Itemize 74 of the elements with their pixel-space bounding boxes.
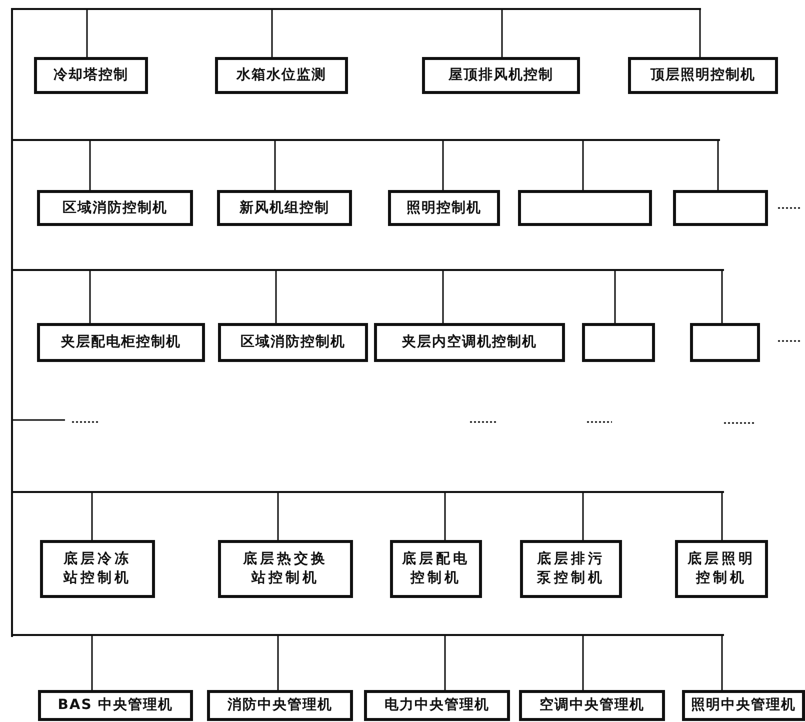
network-bus-line	[11, 139, 720, 141]
connector-line	[582, 493, 584, 540]
controller-box	[37, 190, 193, 226]
connector-line	[275, 271, 277, 323]
controller-label: BAS 中央管理机	[58, 696, 174, 715]
controller-label: 照明中央管理机	[691, 696, 796, 715]
connector-line	[277, 493, 279, 540]
controller-box	[675, 540, 768, 598]
connector-line	[721, 271, 723, 323]
controller-box	[364, 690, 510, 721]
connector-line	[91, 493, 93, 540]
controller-box	[388, 190, 500, 226]
empty-box	[673, 190, 768, 226]
controller-box	[390, 540, 482, 598]
controller-box	[215, 57, 348, 94]
controller-label: 区域消防控制机	[62, 198, 168, 218]
controller-label: 新风机组控制	[240, 198, 330, 218]
controller-box	[217, 190, 352, 226]
network-bus-line	[11, 269, 724, 271]
connector-line	[582, 636, 584, 690]
connector-line	[721, 636, 723, 690]
network-bus-line	[11, 8, 13, 637]
controller-box	[218, 540, 353, 598]
connector-line	[444, 493, 446, 540]
controller-label: 电力中央管理机	[384, 696, 490, 715]
network-bus-line	[11, 491, 724, 493]
controller-label: 夹层配电柜控制机	[61, 333, 181, 352]
controller-label: 顶层照明控制机	[650, 66, 756, 85]
controller-box	[207, 690, 353, 721]
controller-label: 水箱水位监测	[236, 66, 326, 85]
controller-label: 底层排污泵控制机	[536, 550, 606, 588]
controller-box	[40, 540, 155, 598]
empty-box	[690, 323, 760, 362]
empty-box	[518, 190, 652, 226]
controller-box	[628, 57, 778, 94]
connector-line	[699, 10, 701, 57]
controller-box	[37, 323, 205, 362]
connector-line	[271, 10, 273, 57]
network-bus-line	[11, 8, 701, 10]
controller-box	[34, 57, 148, 94]
connector-line	[444, 636, 446, 690]
controller-label: 底层照明控制机	[686, 550, 756, 588]
connector-line	[614, 271, 616, 323]
controller-label: 照明控制机	[406, 198, 482, 218]
connector-line	[442, 141, 444, 190]
controller-box	[422, 57, 580, 94]
controller-box	[38, 690, 193, 721]
connector-line	[721, 493, 723, 540]
connector-line	[91, 636, 93, 690]
controller-label: 屋顶排风机控制	[448, 66, 554, 85]
connector-line	[89, 141, 91, 190]
controller-box	[519, 690, 665, 721]
controller-label: 底层冷冻站控制机	[62, 550, 132, 588]
controller-box	[218, 323, 368, 362]
controller-box	[682, 690, 805, 721]
controller-box	[374, 323, 565, 362]
controller-label: 消防中央管理机	[228, 696, 332, 715]
controller-label: 底层配电控制机	[401, 550, 471, 588]
connector-line	[501, 10, 503, 57]
controller-label: 夹层内空调机控制机	[402, 333, 537, 352]
connector-line	[277, 636, 279, 690]
controller-label: 冷却塔控制	[54, 66, 128, 85]
empty-box	[582, 323, 655, 362]
connector-line	[274, 141, 276, 190]
connector-line	[86, 10, 88, 57]
controller-label: 区域消防控制机	[240, 333, 346, 352]
network-bus-line	[11, 634, 724, 636]
connector-line	[89, 271, 91, 323]
connector-line	[717, 141, 719, 190]
controller-box	[520, 540, 622, 598]
controller-label: 底层热交换站控制机	[242, 550, 329, 588]
connector-line	[582, 141, 584, 190]
controller-label: 空调中央管理机	[540, 696, 644, 715]
connector-line	[442, 271, 444, 323]
